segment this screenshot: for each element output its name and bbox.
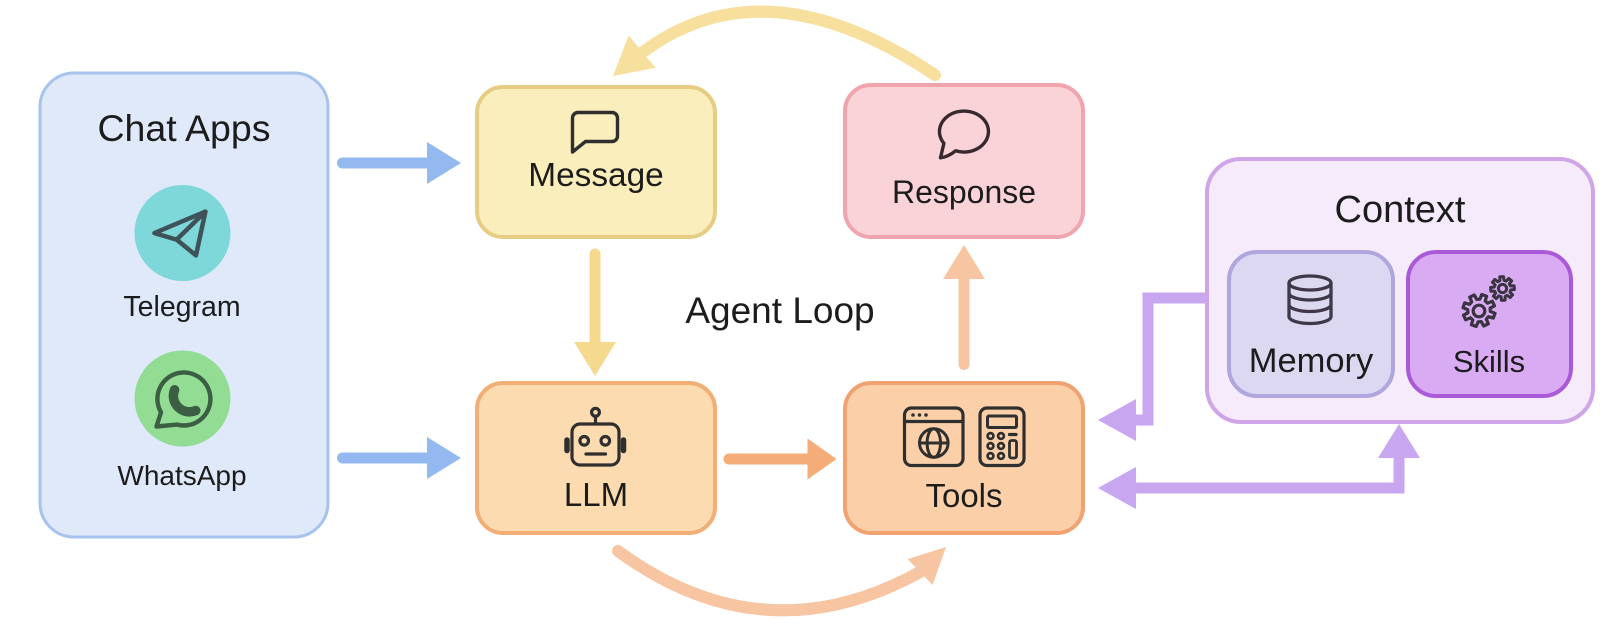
svg-text:Chat Apps: Chat Apps — [97, 107, 270, 149]
svg-text:WhatsApp: WhatsApp — [117, 460, 246, 491]
svg-text:Message: Message — [528, 157, 664, 194]
svg-text:Skills: Skills — [1453, 344, 1525, 379]
svg-text:Agent Loop: Agent Loop — [685, 290, 874, 331]
svg-text:Response: Response — [892, 174, 1036, 210]
svg-text:Tools: Tools — [925, 477, 1002, 514]
svg-text:Context: Context — [1335, 189, 1466, 231]
svg-text:Memory: Memory — [1249, 342, 1374, 380]
svg-text:LLM: LLM — [564, 476, 628, 513]
svg-text:Telegram: Telegram — [123, 291, 240, 323]
